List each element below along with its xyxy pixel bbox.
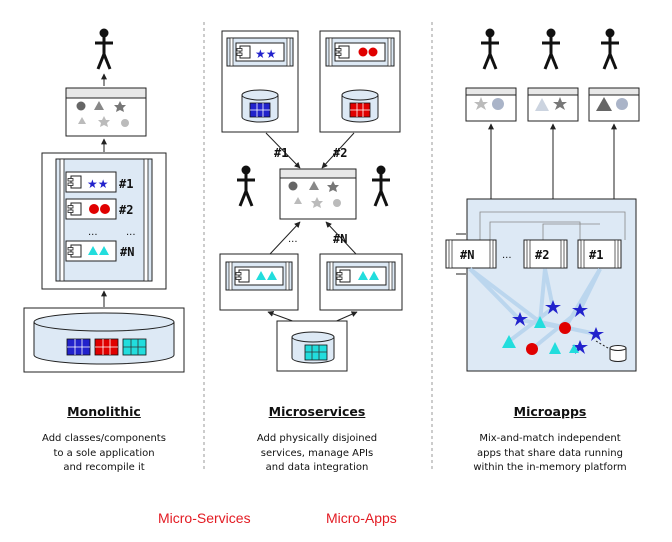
caption-line: Mix-and-match independent: [479, 433, 621, 444]
caption-description: Add classes/components to a sole applica…: [14, 432, 194, 476]
caption-line: and data integration: [265, 462, 369, 473]
caption-microapps: Microapps Mix-and-match independent apps…: [444, 404, 656, 476]
microapps-diagram: [445, 27, 640, 372]
label-2: #2: [119, 203, 133, 217]
ui-window-3: [588, 87, 640, 122]
caption-description: Mix-and-match independent apps that shar…: [444, 432, 656, 476]
footer-label-micro-services: Micro-Services: [158, 510, 251, 526]
ui-window: [65, 87, 147, 137]
monolith-app: ★★: [41, 152, 167, 290]
shared-database: [276, 320, 348, 372]
caption-microservices: Microservices Add physically disjoined s…: [222, 404, 412, 476]
ui-window-1: [465, 87, 517, 122]
user-icon: [599, 27, 621, 71]
user-icon: [370, 164, 392, 208]
caption-monolithic: Monolithic Add classes/components to a s…: [14, 404, 194, 476]
service-2: [319, 30, 401, 133]
caption-line: apps that share data running: [477, 447, 623, 459]
caption-description: Add physically disjoined services, manag…: [222, 432, 412, 476]
service-bottom-left: [219, 253, 299, 311]
label-1: #1: [589, 248, 603, 262]
caption-line: services, manage APIs: [260, 447, 374, 459]
label-n: #N: [120, 245, 134, 259]
service-1: ★★: [221, 30, 299, 133]
ellipsis: ...: [502, 250, 512, 261]
service-bottom-right: [319, 253, 403, 311]
label-n: #N: [460, 248, 474, 262]
label-n: #N: [333, 232, 347, 246]
label-2: #2: [535, 248, 549, 262]
caption-title: Microapps: [513, 404, 587, 419]
ui-window: [279, 168, 357, 220]
caption-line: Add classes/components: [42, 433, 166, 444]
user-icon: [540, 27, 562, 71]
ellipsis: ...: [288, 234, 298, 245]
svg-text:★★: ★★: [87, 177, 109, 191]
ellipsis: ...: [88, 227, 98, 238]
footer-label-micro-apps: Micro-Apps: [326, 510, 397, 526]
monolith-database: [23, 307, 185, 373]
caption-title: Monolithic: [67, 404, 141, 419]
label-1: #1: [119, 177, 133, 191]
user-icon: [235, 164, 257, 208]
ellipsis: ...: [126, 227, 136, 238]
caption-title: Microservices: [268, 404, 366, 419]
microservices-diagram: ★★: [219, 30, 403, 372]
svg-text:★★: ★★: [255, 47, 277, 61]
in-memory-platform: [445, 198, 637, 372]
monolithic-diagram: ★★: [23, 27, 185, 373]
user-icon: [93, 27, 115, 71]
caption-line: Add physically disjoined: [256, 433, 378, 444]
caption-line: within the in-memory platform: [473, 462, 627, 473]
label-2: #2: [333, 146, 347, 160]
label-1: #1: [274, 146, 288, 160]
caption-line: and recompile it: [63, 462, 145, 473]
user-icon: [479, 27, 501, 71]
ui-window-2: [527, 87, 579, 122]
caption-line: to a sole application: [53, 447, 155, 459]
